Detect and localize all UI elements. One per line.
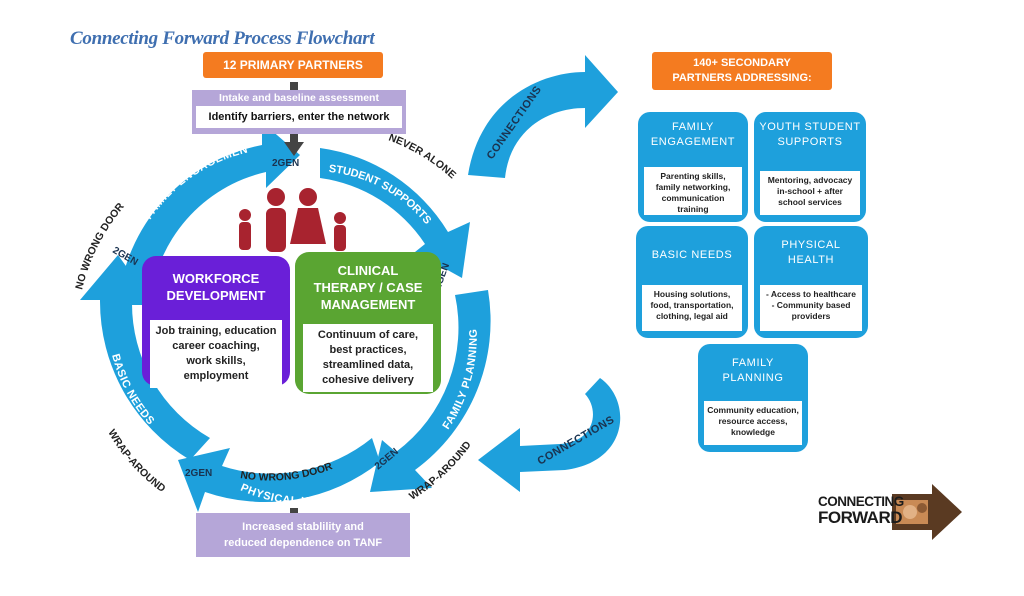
tile-title-line: ENGAGEMENT bbox=[650, 136, 736, 148]
tile-body-line: Mentoring, advocacy bbox=[767, 175, 853, 185]
tile-title-line: YOUTH STUDENT bbox=[759, 121, 861, 133]
connections-arrows bbox=[468, 55, 621, 492]
clinical-therapy-box: CLINICAL THERAPY / CASE MANAGEMENT Conti… bbox=[295, 252, 441, 394]
tile-title-line: FAMILY bbox=[732, 357, 774, 369]
clinical-body-line: Continuum of care, bbox=[317, 329, 419, 341]
workforce-body-line: career coaching, bbox=[172, 340, 260, 352]
workforce-body-line: employment bbox=[183, 370, 249, 382]
tile-physical-health: PHYSICAL HEALTH - Access to healthcare -… bbox=[754, 226, 868, 338]
tile-body-line: training bbox=[677, 204, 709, 214]
outcome-line2: reduced dependence on TANF bbox=[223, 537, 383, 549]
workforce-body-line: Job training, education bbox=[155, 325, 277, 337]
outcome-line1: Increased stablility and bbox=[242, 521, 364, 533]
workforce-title-line2: DEVELOPMENT bbox=[166, 288, 266, 303]
tile-body-line: providers bbox=[791, 311, 831, 321]
connecting-forward-logo: CONNECTING FORWARD bbox=[818, 484, 964, 540]
clinical-body-line: streamlined data, bbox=[322, 359, 414, 371]
identify-label: Identify barriers, enter the network bbox=[196, 106, 402, 128]
tile-title-line: PLANNING bbox=[722, 372, 784, 384]
ring-segments bbox=[80, 122, 491, 512]
tile-title-line: BASIC NEEDS bbox=[651, 249, 733, 261]
tile-body-line: resource access, bbox=[718, 416, 788, 426]
tile-title-line: PHYSICAL bbox=[781, 239, 841, 251]
secondary-partners-box: 140+ SECONDARY PARTNERS ADDRESSING: bbox=[652, 52, 832, 90]
family-icon bbox=[239, 188, 346, 252]
logo-line1: CONNECTING bbox=[818, 494, 904, 509]
tile-family-engagement: FAMILY ENGAGEMENT Parenting skills, fami… bbox=[638, 112, 748, 222]
tile-body-line: - Access to healthcare bbox=[766, 289, 856, 299]
clinical-title-line3: MANAGEMENT bbox=[320, 297, 416, 312]
outer-label-wrap-around-left: WRAP-AROUND bbox=[105, 427, 168, 495]
secondary-line2: PARTNERS ADDRESSING: bbox=[672, 72, 812, 84]
logo-line2: FORWARD bbox=[818, 508, 903, 527]
tile-title-line: HEALTH bbox=[787, 254, 835, 266]
tile-body-line: Housing solutions, bbox=[653, 289, 731, 299]
primary-partners-box: 12 PRIMARY PARTNERS bbox=[203, 52, 383, 78]
tile-youth-student-supports: YOUTH STUDENT SUPPORTS Mentoring, advoca… bbox=[754, 112, 866, 222]
workforce-body-line: work skills, bbox=[186, 355, 246, 367]
tile-body-line: school services bbox=[778, 197, 842, 207]
outcome-box: Increased stablility and reduced depende… bbox=[196, 513, 410, 557]
tile-basic-needs: BASIC NEEDS Housing solutions, food, tra… bbox=[636, 226, 748, 338]
intake-label: Intake and baseline assessment bbox=[219, 92, 379, 104]
tile-title-line: FAMILY bbox=[672, 121, 714, 133]
clinical-title-line1: CLINICAL bbox=[337, 263, 399, 278]
workforce-title-line1: WORKFORCE bbox=[172, 271, 260, 286]
clinical-body-line: cohesive delivery bbox=[322, 374, 414, 386]
tile-body-line: clothing, legal aid bbox=[656, 311, 728, 321]
page-title: Connecting Forward Process Flowchart bbox=[70, 28, 375, 49]
tile-body-line: - Community based bbox=[771, 300, 851, 310]
twogen-label-bottom-left: 2GEN bbox=[185, 468, 212, 479]
tile-body-line: food, transportation, bbox=[650, 300, 734, 310]
intake-box: Intake and baseline assessment Identify … bbox=[192, 90, 406, 134]
logo-arrow-icon bbox=[892, 484, 962, 540]
tile-body-line: in-school + after bbox=[777, 186, 843, 196]
twogen-label-top: 2GEN bbox=[272, 158, 299, 169]
clinical-title-line2: THERAPY / CASE bbox=[313, 280, 423, 295]
tile-body-line: Community education, bbox=[707, 405, 799, 415]
tile-body-line: family networking, bbox=[655, 182, 731, 192]
secondary-line1: 140+ SECONDARY bbox=[693, 57, 791, 69]
tile-body-line: communication bbox=[661, 193, 725, 203]
workforce-development-box: WORKFORCE DEVELOPMENT Job training, educ… bbox=[142, 256, 290, 388]
tile-family-planning: FAMILY PLANNING Community education, res… bbox=[698, 344, 808, 452]
tile-body-line: Parenting skills, bbox=[660, 171, 726, 181]
clinical-body-line: best practices, bbox=[329, 344, 407, 356]
tile-title-line: SUPPORTS bbox=[777, 136, 843, 148]
tile-body-line: knowledge bbox=[731, 427, 775, 437]
